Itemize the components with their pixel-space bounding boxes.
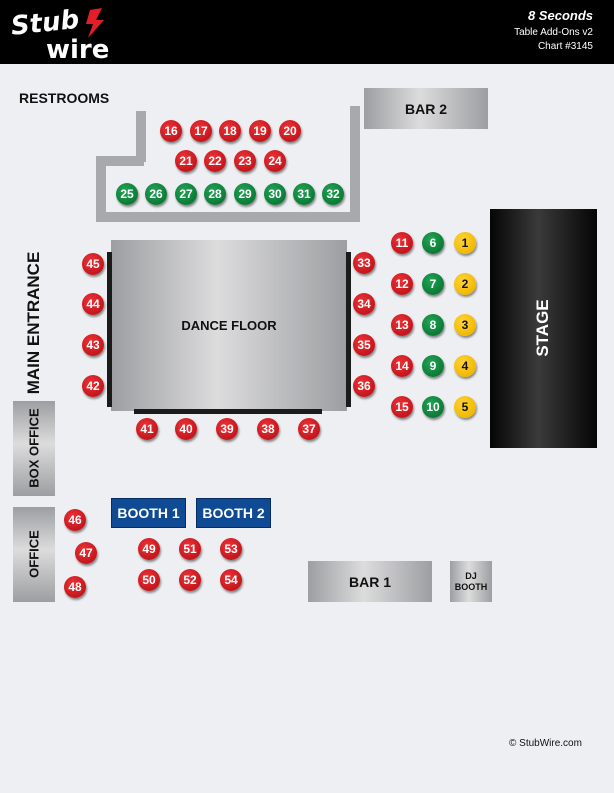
table-8[interactable]: 8: [422, 314, 444, 336]
table-51[interactable]: 51: [179, 538, 201, 560]
table-45[interactable]: 45: [82, 253, 104, 275]
logo-text-stub: Stub: [10, 5, 81, 42]
table-22[interactable]: 22: [204, 150, 226, 172]
table-7[interactable]: 7: [422, 273, 444, 295]
table-38[interactable]: 38: [257, 418, 279, 440]
upper-area-wall-left: [96, 156, 106, 222]
booth-1[interactable]: BOOTH 1: [111, 498, 186, 528]
upper-area-wall-step: [96, 156, 144, 166]
table-5[interactable]: 5: [454, 396, 476, 418]
header-bar: Stub wire 8 Seconds Table Add-Ons v2 Cha…: [0, 0, 614, 64]
table-17[interactable]: 17: [190, 120, 212, 142]
box-office: BOX OFFICE: [13, 401, 55, 496]
chart-number: Chart #3145: [537, 41, 593, 52]
table-35[interactable]: 35: [353, 334, 375, 356]
table-27[interactable]: 27: [175, 183, 197, 205]
office-label: OFFICE: [26, 530, 42, 578]
dance-floor-label: DANCE FLOOR: [181, 318, 277, 333]
table-34[interactable]: 34: [353, 293, 375, 315]
dance-floor-rail-bottom: [134, 409, 322, 414]
dj-booth-label-line2: BOOTH: [454, 581, 488, 592]
table-20[interactable]: 20: [279, 120, 301, 142]
dj-booth: DJ BOOTH: [450, 561, 492, 602]
table-24[interactable]: 24: [264, 150, 286, 172]
upper-area-wall-bottom: [96, 212, 360, 222]
table-15[interactable]: 15: [391, 396, 413, 418]
table-10[interactable]: 10: [422, 396, 444, 418]
table-18[interactable]: 18: [219, 120, 241, 142]
table-47[interactable]: 47: [75, 542, 97, 564]
table-19[interactable]: 19: [249, 120, 271, 142]
table-21[interactable]: 21: [175, 150, 197, 172]
box-office-label: BOX OFFICE: [26, 408, 42, 488]
table-50[interactable]: 50: [138, 569, 160, 591]
dj-booth-label-line1: DJ: [465, 570, 477, 581]
table-48[interactable]: 48: [64, 576, 86, 598]
seating-map: RESTROOMS BAR 2 MAIN ENTRANCE DANCE FLOO…: [0, 64, 614, 793]
table-12[interactable]: 12: [391, 273, 413, 295]
office: OFFICE: [13, 507, 55, 602]
table-43[interactable]: 43: [82, 334, 104, 356]
table-2[interactable]: 2: [454, 273, 476, 295]
table-25[interactable]: 25: [116, 183, 138, 205]
dance-floor-rail-right: [346, 252, 351, 407]
table-28[interactable]: 28: [204, 183, 226, 205]
table-39[interactable]: 39: [216, 418, 238, 440]
table-49[interactable]: 49: [138, 538, 160, 560]
table-30[interactable]: 30: [264, 183, 286, 205]
booth-2[interactable]: BOOTH 2: [196, 498, 271, 528]
table-52[interactable]: 52: [179, 569, 201, 591]
table-37[interactable]: 37: [298, 418, 320, 440]
table-54[interactable]: 54: [220, 569, 242, 591]
table-53[interactable]: 53: [220, 538, 242, 560]
table-41[interactable]: 41: [136, 418, 158, 440]
stage: STAGE: [490, 209, 597, 448]
logo-text-wire: wire: [46, 35, 109, 62]
table-46[interactable]: 46: [64, 509, 86, 531]
table-29[interactable]: 29: [234, 183, 256, 205]
booth-1-label: BOOTH 1: [117, 505, 180, 521]
table-3[interactable]: 3: [454, 314, 476, 336]
bar-2-label: BAR 2: [404, 100, 447, 117]
table-33[interactable]: 33: [353, 252, 375, 274]
table-42[interactable]: 42: [82, 375, 104, 397]
copyright: © StubWire.com: [509, 738, 582, 749]
dance-floor: DANCE FLOOR: [111, 240, 347, 411]
upper-area-wall-inner-left: [136, 111, 146, 162]
venue-name: 8 Seconds: [527, 8, 593, 23]
table-40[interactable]: 40: [175, 418, 197, 440]
main-entrance-label: MAIN ENTRANCE: [24, 251, 43, 395]
table-4[interactable]: 4: [454, 355, 476, 377]
table-32[interactable]: 32: [322, 183, 344, 205]
restrooms-label: RESTROOMS: [19, 90, 110, 106]
bar-2: BAR 2: [364, 88, 488, 129]
upper-area-wall-right: [350, 106, 360, 222]
table-16[interactable]: 16: [160, 120, 182, 142]
table-31[interactable]: 31: [293, 183, 315, 205]
table-9[interactable]: 9: [422, 355, 444, 377]
bar-1: BAR 1: [308, 561, 432, 602]
stage-label: STAGE: [533, 299, 552, 357]
table-23[interactable]: 23: [234, 150, 256, 172]
table-1[interactable]: 1: [454, 232, 476, 254]
dance-floor-rail-left: [107, 252, 112, 407]
table-13[interactable]: 13: [391, 314, 413, 336]
bar-1-label: BAR 1: [348, 573, 391, 590]
table-11[interactable]: 11: [391, 232, 413, 254]
table-6[interactable]: 6: [422, 232, 444, 254]
table-36[interactable]: 36: [353, 375, 375, 397]
logo-lightning-icon: [86, 8, 104, 38]
stubwire-logo: Stub wire: [10, 5, 110, 62]
table-44[interactable]: 44: [82, 293, 104, 315]
booth-2-label: BOOTH 2: [202, 505, 265, 521]
table-26[interactable]: 26: [145, 183, 167, 205]
table-14[interactable]: 14: [391, 355, 413, 377]
chart-subtitle: Table Add-Ons v2: [514, 27, 593, 38]
